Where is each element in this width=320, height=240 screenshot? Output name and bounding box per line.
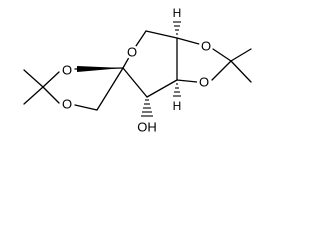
atom-dioxolane-left-o-bottom: O <box>60 97 74 112</box>
atom-h-upper: H <box>173 6 182 20</box>
bond-ch2-spiro-left <box>96 67 124 111</box>
bond-cme2-methyl-left-lower <box>23 86 44 105</box>
bond-cme2-o-bottom-left <box>42 86 60 104</box>
hashed-bond-h-upper <box>173 21 181 35</box>
bond-o-bottom-cme2 <box>211 60 232 81</box>
bond-cme2-methyl-upper <box>230 48 252 62</box>
bond-o-bottom-ch2-left <box>74 104 98 111</box>
svg-text:H: H <box>173 6 182 20</box>
svg-text:O: O <box>62 97 72 112</box>
bond-ring-c4-c3 <box>146 79 178 98</box>
svg-text:O: O <box>127 45 137 60</box>
molecule-structure: O O O O O OH H H <box>23 6 252 135</box>
svg-text:H: H <box>173 99 182 113</box>
atom-hydroxyl: OH <box>134 119 160 135</box>
hashed-bond-h-lower <box>173 83 181 97</box>
bond-c5-o-top <box>176 37 200 45</box>
svg-text:O: O <box>201 39 211 54</box>
svg-text:OH: OH <box>137 120 157 135</box>
bond-cme2-methyl-left-upper <box>23 69 44 88</box>
svg-text:O: O <box>199 75 209 90</box>
atom-dioxolane-right-o-bottom: O <box>197 75 211 90</box>
hashed-bond-hydroxyl <box>141 99 153 117</box>
bond-ring-c3-c2 <box>122 67 148 98</box>
bond-o-top-cme2 <box>212 48 232 62</box>
bond-cme2-methyl-lower <box>230 60 252 83</box>
bond-o-top-cme2-left <box>42 71 60 88</box>
atom-dioxolane-left-o-top: O <box>60 63 74 78</box>
atom-ring-oxygen: O <box>125 45 139 60</box>
wedge-spiro <box>77 66 123 72</box>
bond-c4-o-bottom <box>176 79 198 83</box>
atom-h-lower: H <box>173 99 182 113</box>
atom-dioxolane-right-o-top: O <box>199 39 213 54</box>
bond-ring-ch2-c5 <box>145 30 178 39</box>
svg-text:O: O <box>62 63 72 78</box>
